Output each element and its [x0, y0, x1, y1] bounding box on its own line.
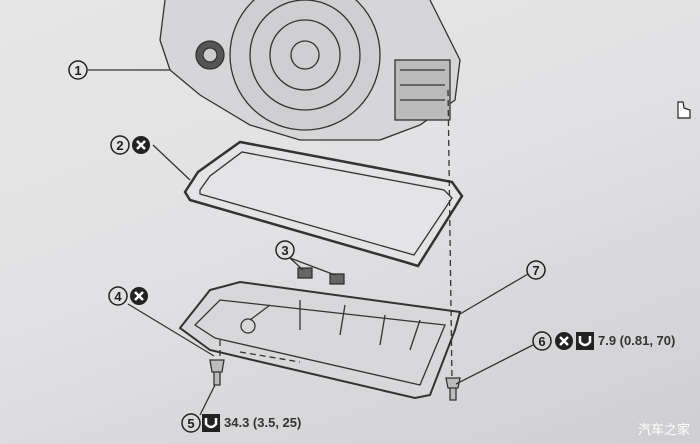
callout-2: 2 — [116, 138, 123, 153]
no-reuse-x-icon — [555, 332, 573, 350]
callout-7: 7 — [532, 263, 539, 278]
callout-1: 1 — [74, 63, 81, 78]
no-reuse-x-icon — [132, 136, 150, 154]
callout-6: 6 — [538, 334, 545, 349]
watermark: 汽车之家 — [637, 422, 690, 437]
callout-4: 4 — [114, 289, 122, 304]
hand-cursor-icon — [677, 101, 691, 119]
gasket — [183, 140, 464, 268]
torque-wrench-icon — [202, 414, 220, 432]
callout-5: 5 — [187, 416, 194, 431]
torque-spec-5: 34.3 (3.5, 25) — [224, 415, 302, 430]
torque-spec-6: 7.9 (0.81, 70) — [598, 333, 676, 348]
torque-wrench-icon — [576, 332, 594, 350]
no-reuse-x-icon — [130, 287, 148, 305]
callout-3: 3 — [281, 243, 288, 258]
transmission-case — [159, 0, 461, 141]
oil-pan — [178, 280, 462, 400]
